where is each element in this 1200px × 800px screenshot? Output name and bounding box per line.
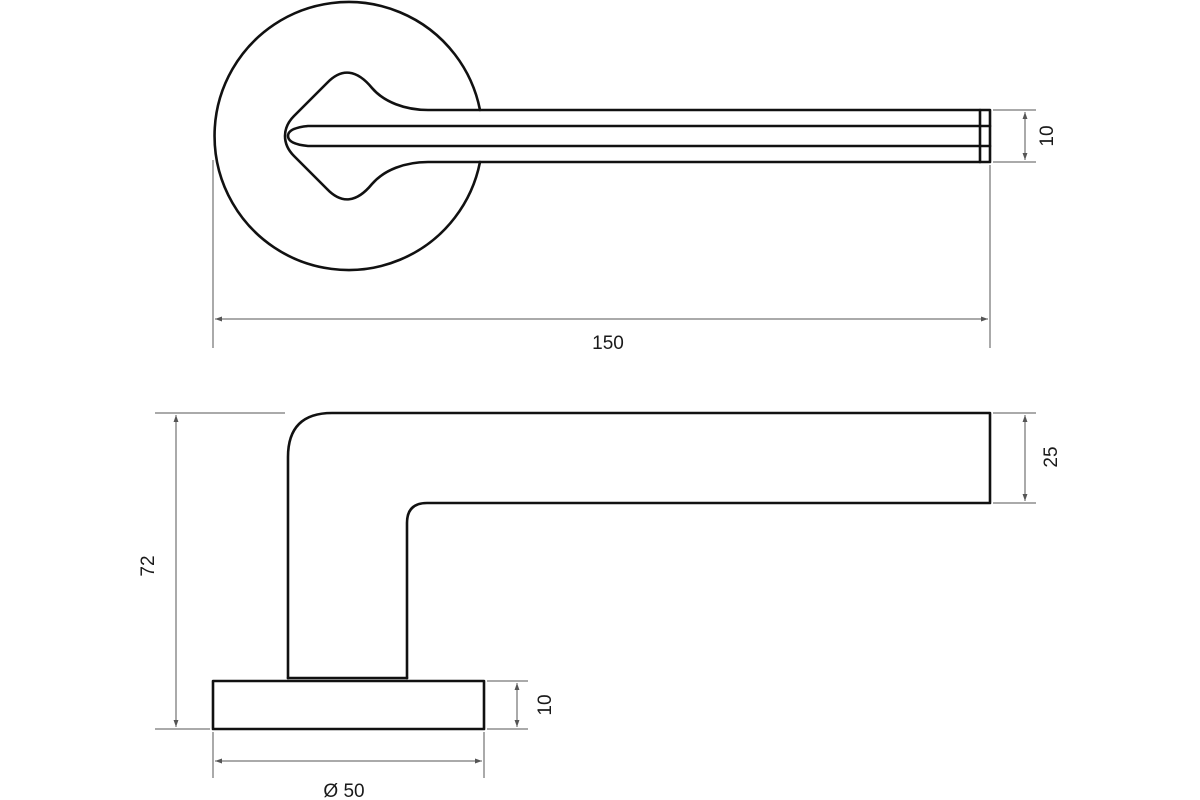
dimension-label-length: 150 xyxy=(592,333,624,354)
dimension-rose-thickness: 10 xyxy=(487,680,556,730)
dimension-rose-diameter: Ø 50 xyxy=(212,732,485,800)
side-view-rose xyxy=(211,679,486,731)
top-view: 10 150 xyxy=(212,0,1058,354)
dimension-lever-thickness: 25 xyxy=(993,412,1062,504)
side-view-lever-outline xyxy=(286,411,992,680)
top-view-lever-outline xyxy=(283,71,992,201)
dimension-label-lever-thickness: 25 xyxy=(1041,446,1062,467)
dimension-label-rose-diameter: Ø 50 xyxy=(323,781,364,800)
dimension-label-top-thickness: 10 xyxy=(1037,125,1058,146)
dimension-label-rose-thickness: 10 xyxy=(535,694,556,715)
dimension-label-height: 72 xyxy=(138,555,159,576)
top-view-lever-groove xyxy=(286,124,992,148)
dimension-height: 72 xyxy=(138,412,285,730)
dimension-length: 150 xyxy=(212,160,991,354)
dimension-top-thickness: 10 xyxy=(993,109,1058,163)
top-view-rose xyxy=(213,0,482,272)
side-view: 72 25 10 Ø 50 xyxy=(138,411,1062,800)
